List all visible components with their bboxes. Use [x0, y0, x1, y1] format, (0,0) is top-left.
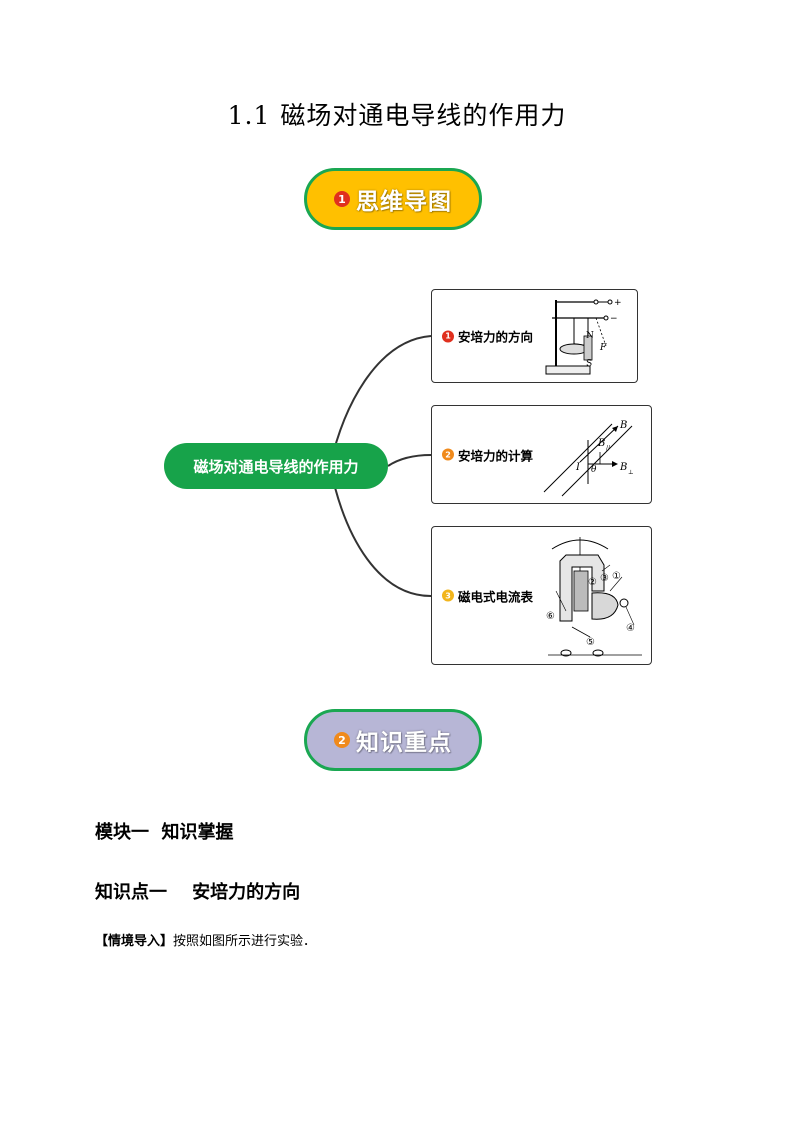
- branch-number-badge: 2: [442, 448, 454, 461]
- intro-tag: 【情境导入】: [95, 934, 174, 949]
- b-perpendicular-label: B: [619, 462, 627, 473]
- section-banner-label: 思维导图: [356, 189, 452, 215]
- mindmap-center-node: 磁场对通电导线的作用力: [164, 443, 388, 489]
- north-pole-label: N: [586, 331, 594, 341]
- branch-label: 磁电式电流表: [458, 589, 534, 604]
- mindmap-branch-galvanometer: 3 磁电式电流表 ① ② ③ ④ ⑤ ⑥: [431, 526, 652, 665]
- section-number-badge: 1: [334, 191, 350, 207]
- b-perpendicular-subscript: ⊥: [628, 469, 634, 476]
- module-heading: 模块一 知识掌握: [95, 822, 234, 843]
- current-label: I: [575, 462, 581, 473]
- part-label-6: ⑥: [546, 611, 555, 622]
- minus-terminal-label: −: [610, 314, 618, 324]
- ampere-force-apparatus-diagram: + − N S F: [545, 298, 622, 375]
- branch-label: 安培力的方向: [458, 329, 534, 345]
- part-label-1: ①: [612, 571, 621, 582]
- b-parallel-label: B: [597, 438, 605, 449]
- theta-label: θ: [591, 465, 597, 475]
- document-title: 1.1 磁场对通电导线的作用力: [0, 96, 794, 132]
- branch-label-row: 3 磁电式电流表: [442, 586, 533, 605]
- plus-terminal-label: +: [614, 298, 622, 308]
- b-label: B: [619, 420, 627, 431]
- knowledge-point-heading: 知识点一 安培力的方向: [95, 882, 301, 903]
- branch-label-row: 1 安培力的方向: [442, 327, 533, 346]
- mindmap-branch-ampere-calculation: 2 安培力的计算 B B // B ⊥ I θ: [431, 405, 652, 504]
- branch-number-badge: 3: [442, 589, 454, 602]
- title-text: 磁场对通电导线的作用力: [280, 101, 567, 130]
- intro-text: 按照如图所示进行实验．: [173, 934, 317, 949]
- branch-label: 安培力的计算: [458, 448, 534, 463]
- part-label-2: ②: [588, 577, 597, 588]
- connector-line-2: [387, 454, 432, 467]
- force-label: F: [599, 343, 607, 353]
- section-banner-mindmap: 1 思维导图: [304, 168, 482, 230]
- intro-paragraph: 【情境导入】按照如图所示进行实验．: [95, 930, 316, 949]
- galvanometer-structure-diagram: ① ② ③ ④ ⑤ ⑥: [546, 537, 642, 657]
- mindmap-branch-ampere-direction: 1 安培力的方向 + − N S F: [431, 289, 638, 383]
- b-parallel-subscript: //: [606, 445, 611, 452]
- branch-label-row: 2 安培力的计算: [442, 445, 533, 464]
- part-label-3: ③: [600, 573, 609, 584]
- section-number-badge: 2: [334, 732, 350, 748]
- section-banner-key-knowledge: 2 知识重点: [304, 709, 482, 771]
- section-banner-label: 知识重点: [356, 730, 452, 756]
- branch-number-badge: 1: [442, 330, 454, 342]
- part-label-5: ⑤: [586, 637, 595, 648]
- part-label-4: ④: [626, 623, 635, 634]
- title-number: 1.1: [227, 101, 271, 130]
- ampere-force-calculation-diagram: B B // B ⊥ I θ: [543, 420, 634, 497]
- south-pole-label: S: [586, 359, 592, 369]
